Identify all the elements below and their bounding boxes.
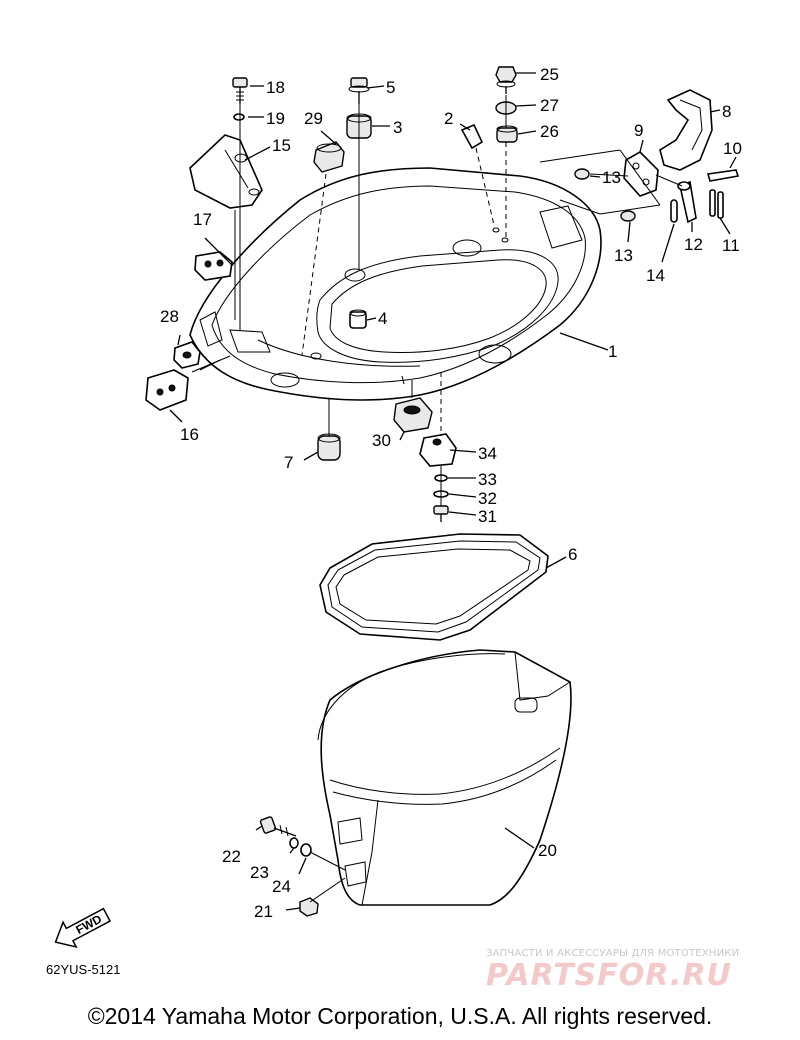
grommet-26 (496, 125, 518, 143)
callout-6: 6 (568, 545, 577, 564)
callout-5: 5 (386, 78, 395, 97)
callout-23: 23 (250, 863, 269, 882)
callout-21: 21 (254, 902, 273, 921)
callout-16: 16 (180, 425, 199, 444)
callout-numbers: 1 2 3 4 5 6 7 8 9 10 11 12 13 13 14 15 1… (160, 65, 742, 921)
callout-4: 4 (378, 309, 387, 328)
callout-30: 30 (372, 431, 391, 450)
callout-26: 26 (540, 122, 559, 141)
washer-23 (289, 837, 299, 849)
callout-12: 12 (684, 235, 703, 254)
fwd-arrow-icon: FWD (54, 907, 112, 949)
callout-2: 2 (444, 109, 453, 128)
seal-gasket (319, 533, 549, 641)
callout-8: 8 (722, 102, 731, 121)
callout-13-lower: 13 (614, 246, 633, 265)
callout-34: 34 (478, 444, 497, 463)
callout-10: 10 (723, 139, 742, 158)
hinge-9 (623, 151, 659, 197)
callout-24: 24 (272, 877, 291, 896)
plate-16 (145, 369, 189, 411)
watermark-logo: PARTSFOR.RU (486, 958, 732, 993)
copyright-notice: ©2014 Yamaha Motor Corporation, U.S.A. A… (87, 1003, 713, 1029)
bottom-cowling (189, 167, 602, 401)
callout-22: 22 (222, 847, 241, 866)
nut-13-upper (574, 168, 590, 180)
washer-24 (300, 843, 312, 857)
grommet-28 (173, 341, 201, 369)
callout-28: 28 (160, 307, 179, 326)
callout-11: 11 (722, 236, 740, 255)
leader-lines (169, 72, 737, 911)
bracket-34 (419, 433, 457, 467)
bolt-25 (495, 66, 517, 94)
callout-33: 33 (478, 470, 497, 489)
pin-12 (677, 180, 697, 224)
grommet-7 (317, 433, 341, 461)
lower-cover (317, 649, 572, 906)
callout-9: 9 (634, 121, 643, 140)
washer-19 (233, 113, 245, 121)
block-17 (194, 251, 233, 281)
grommet-30 (393, 397, 433, 433)
nut-13-lower (620, 210, 636, 222)
callout-7: 7 (284, 453, 293, 472)
callout-25: 25 (540, 65, 559, 84)
handle-8 (659, 89, 713, 171)
callout-27: 27 (540, 96, 559, 115)
callout-19: 19 (266, 109, 285, 128)
callout-14: 14 (646, 266, 665, 285)
bolt-18 (232, 77, 248, 104)
callout-31: 31 (478, 507, 497, 526)
pin-10 (706, 169, 740, 182)
callout-17: 17 (193, 210, 212, 229)
diagram-code: 62YUS-5121 (46, 962, 121, 977)
fitting-2 (460, 123, 484, 150)
callout-15: 15 (272, 136, 291, 155)
callout-29: 29 (304, 109, 323, 128)
bolt-22 (259, 816, 297, 837)
bracket-15 (189, 134, 263, 209)
screw-31 (433, 505, 449, 522)
nut-21 (299, 897, 319, 917)
callout-18: 18 (266, 78, 285, 97)
callout-3: 3 (393, 118, 402, 137)
callout-20: 20 (538, 841, 557, 860)
callout-13-upper: 13 (602, 168, 621, 187)
collar-4 (349, 309, 367, 329)
callout-32: 32 (478, 489, 497, 508)
watermark-tagline: ЗАПЧАСТИ И АКСЕССУАРЫ ДЛЯ МОТОТЕХНИКИ (486, 948, 740, 959)
clip-14 (670, 199, 678, 223)
clips-11 (709, 189, 724, 219)
grommet-29 (313, 141, 345, 173)
bolt-5 (348, 77, 370, 104)
callout-1: 1 (608, 342, 617, 361)
